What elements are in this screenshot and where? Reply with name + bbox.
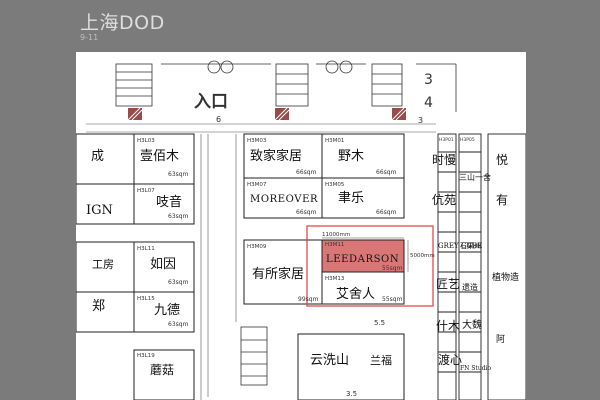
booth-name: 阿 [496,334,505,345]
booth-name: FN Studio [460,365,491,372]
top-ornaments [207,60,353,74]
booth-code: H3M09 [247,244,267,250]
floor-plan: 入口 6 3 5.5 3.5 3 4 成 H3L03 壹佰木 63sqm H3L… [76,52,526,400]
booth-name: 郑 [92,299,105,314]
stair-blocks [115,63,457,386]
booth-code: H3M01 [325,138,344,144]
booth-code: H3L11 [137,246,155,252]
booth-code: H3M03 [247,138,267,144]
booth-name: 吱音 [156,194,182,210]
booth-code: H3L15 [137,296,155,302]
hatch-lines [127,107,407,121]
right-column-booths [437,133,526,400]
booth-name: IGN [86,203,113,218]
booth-name: 如因 [150,256,176,272]
booth-name: 有 [496,193,508,207]
booth-name: 聿乐 [338,190,364,206]
booth-name: MOREOVER [250,194,318,205]
guide-lines [86,123,436,400]
booth-name: 大魏 [462,318,482,331]
booth-name: 艾舍人 [336,287,375,302]
hall-mark: 4 [424,95,433,111]
entrance-label: 入口 [194,92,228,112]
booth-area: 66sqm [296,209,317,216]
booth-code: H3L19 [137,353,155,359]
booth-code: H3M11 [325,242,344,248]
booth-area: 55sqm [382,265,403,272]
booth-name: 壹佰木 [140,149,179,164]
highlighted-booth [321,239,405,273]
booth-name: GREY CUBE [438,242,482,250]
booth-name: 时慢 [432,153,456,167]
booth-code: H3M13 [325,276,345,282]
booth-code: H3P01 [439,137,454,143]
row-marker: 3 [418,116,423,125]
booth-name: 伉苑 [432,192,456,207]
booth-name: 遗造 [462,282,478,292]
booth-area: 63sqm [168,279,189,286]
booth-code: H3L03 [137,138,155,144]
booth-name: 三山一舍 [459,172,491,182]
booth-name: 植物造 [492,271,519,283]
row-marker: 5.5 [374,319,385,327]
booth-area: 63sqm [168,213,189,220]
floor-plan-drawing: 入口 6 3 5.5 3.5 3 4 成 H3L03 壹佰木 63sqm H3L… [76,60,526,400]
booth-name: LEEDARSON [326,254,399,265]
booth-area: 99sqm [298,296,319,303]
booth-name: 工房 [92,258,114,271]
booth-code: H3M07 [247,182,267,188]
booth-name: 渡心 [438,352,462,367]
measure-height: 5000mm [410,253,435,259]
booth-name: 致家家居 [250,148,302,164]
booth-area: 63sqm [168,171,189,178]
booth-name: 野木 [338,149,364,164]
booth-code: H3P05 [460,137,475,143]
booth-name: 什木 [436,319,460,333]
booth-name: 匠艺 [436,277,460,291]
booth-area: 66sqm [296,169,317,176]
measure-width: 11000mm [322,232,350,238]
slide-title: 上海DOD [80,12,165,34]
selection-outline [306,225,434,307]
booth-code: H3L07 [137,188,155,194]
booth-name: 兰福 [370,353,392,367]
hall-mark: 3 [424,72,433,88]
booth-area: 63sqm [168,321,189,328]
booth-name: 蘑菇 [150,363,174,377]
hatched-columns [128,108,406,120]
row-marker: 6 [216,115,221,124]
booth-name: 九德 [154,303,180,318]
booth-code: H3M05 [325,182,345,188]
booth-area: 55sqm [382,296,403,303]
left-booths [76,133,195,400]
booth-name: 云洗山 [310,353,349,368]
slide-subtitle: 9-11 [80,33,99,42]
booth-area: 66sqm [376,169,397,176]
row-marker: 3.5 [346,390,357,398]
booth-name: 成 [91,149,104,164]
booth-name: 石果州 [460,242,481,250]
booth-name: 悦 [496,153,508,167]
booth-area: 66sqm [376,209,397,216]
booth-name: 有所家居 [252,266,304,282]
